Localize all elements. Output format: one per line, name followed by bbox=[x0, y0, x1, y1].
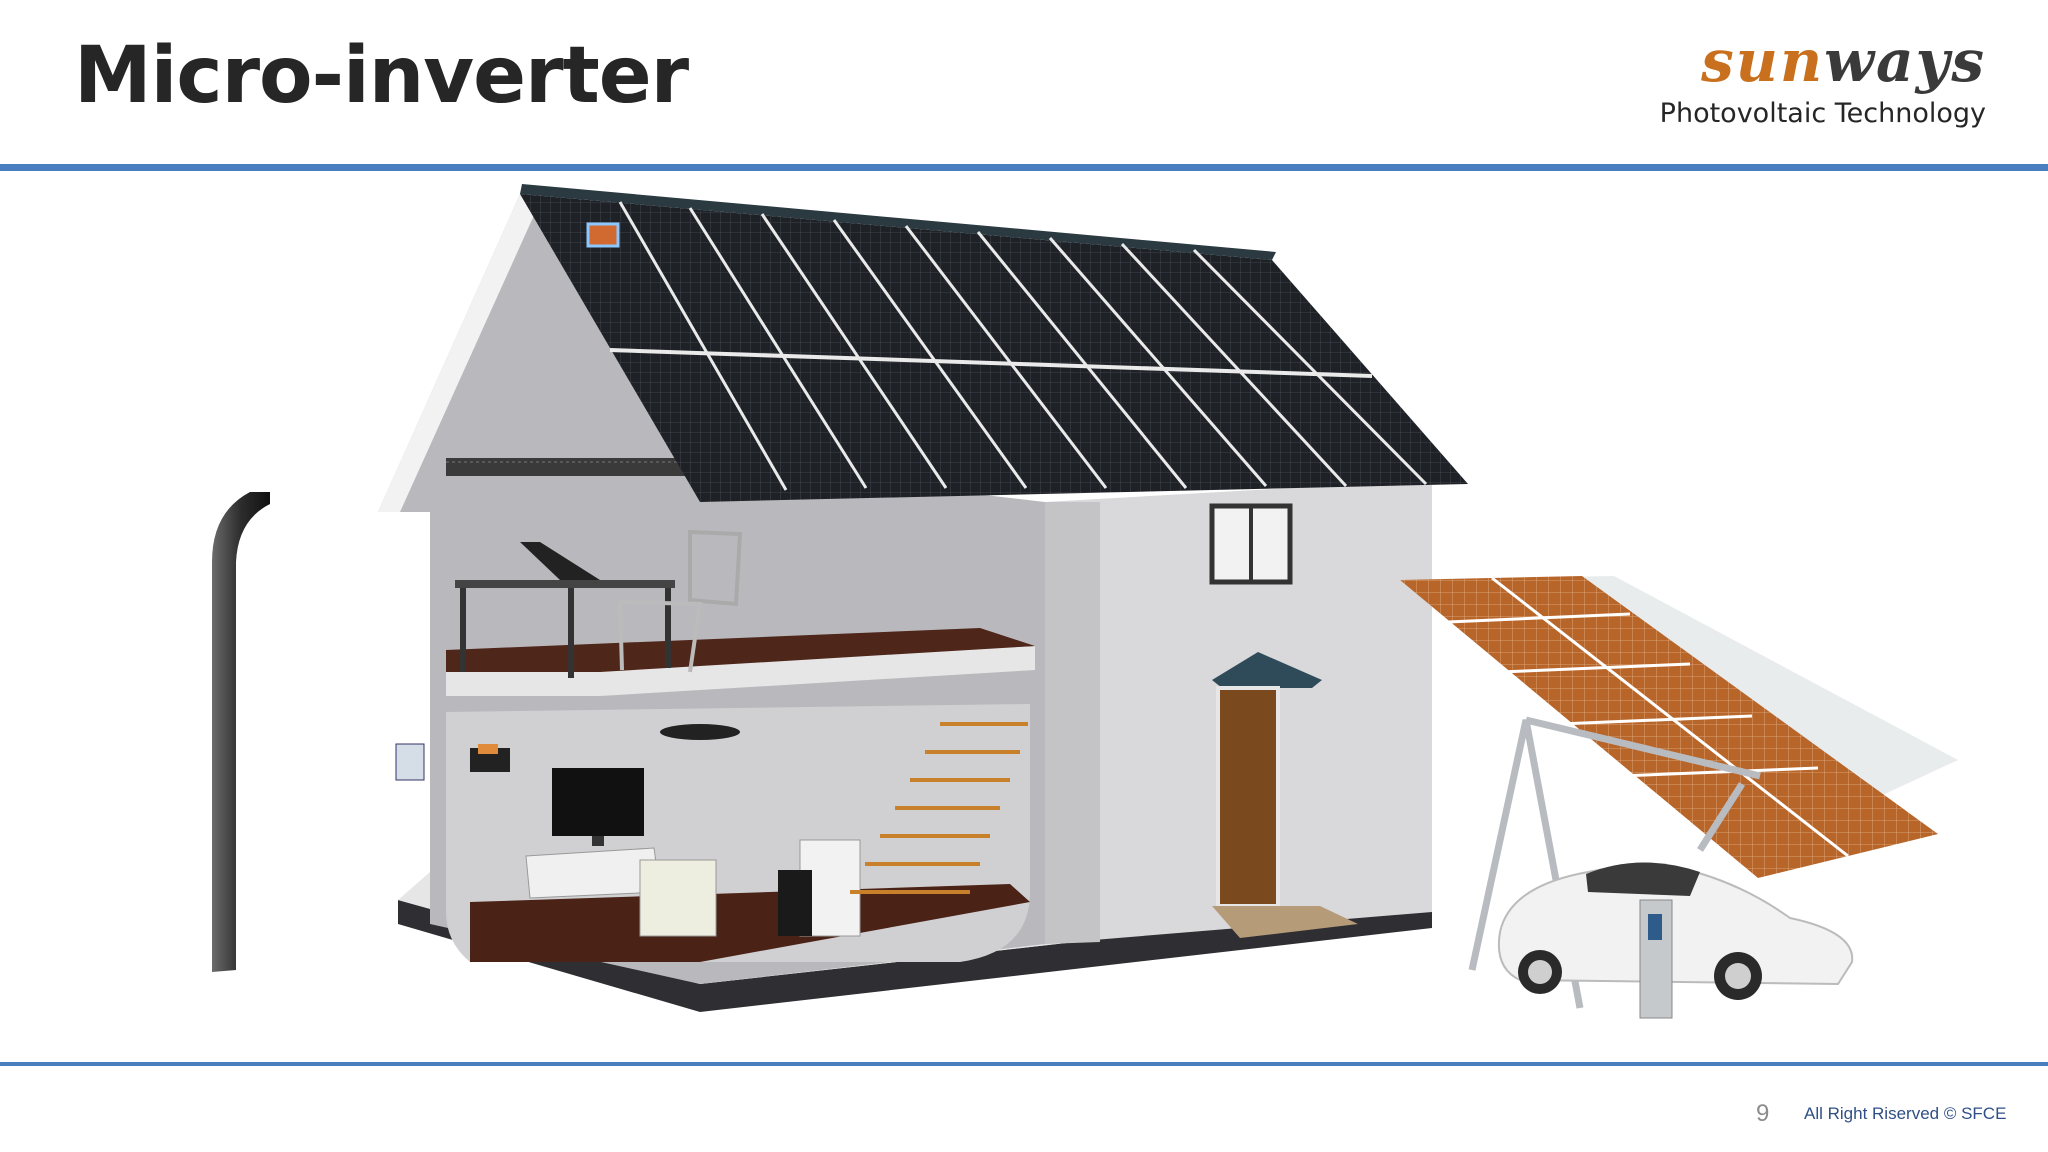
house-gable-cutaway bbox=[378, 194, 1045, 984]
company-logo: sunways Photovoltaic Technology bbox=[1660, 32, 1986, 129]
roof-solar-array bbox=[520, 184, 1468, 502]
logo-wordmark-sun: sun bbox=[1701, 27, 1825, 95]
downspout-pipe bbox=[212, 492, 270, 972]
house-with-solar-roof-and-carport-icon bbox=[212, 184, 1958, 1019]
ev-charger bbox=[1639, 899, 1673, 1019]
logo-tagline: Photovoltaic Technology bbox=[1659, 98, 1986, 129]
logo-wordmark: sunways bbox=[1660, 32, 1986, 90]
house-door bbox=[1212, 652, 1358, 938]
page-title: Micro-inverter bbox=[74, 31, 689, 121]
page-number: 9 bbox=[1756, 1100, 1770, 1127]
solar-carport bbox=[1400, 576, 1958, 1009]
header-divider bbox=[0, 164, 2048, 171]
footer-divider bbox=[0, 1062, 2048, 1066]
electric-car bbox=[1498, 862, 1854, 1000]
logo-wordmark-ways: ways bbox=[1824, 27, 1986, 95]
copyright-text: All Right Riserved © SFCE bbox=[1804, 1104, 2007, 1123]
house-window bbox=[1209, 503, 1293, 585]
